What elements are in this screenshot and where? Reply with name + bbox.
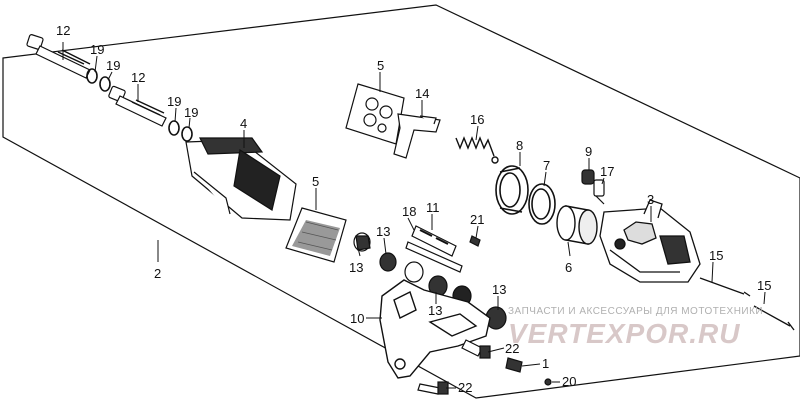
pad-spring <box>393 113 441 159</box>
callout-19: 19 <box>184 105 198 120</box>
callout-15: 15 <box>709 248 723 263</box>
callout-12: 12 <box>131 70 145 85</box>
o-ring-set-a <box>86 68 111 92</box>
pad-retainer <box>405 225 463 273</box>
brake-pad-lower <box>285 207 347 263</box>
callout-13: 13 <box>349 260 363 275</box>
callout-22: 22 <box>458 380 472 395</box>
dust-seal <box>528 183 556 225</box>
callout-12: 12 <box>56 23 70 38</box>
callout-19: 19 <box>90 42 104 57</box>
pad-pin-a <box>699 277 751 297</box>
callout-1: 1 <box>542 356 549 371</box>
callout-20: 20 <box>562 374 576 389</box>
bleeder-cap <box>581 169 595 185</box>
watermark-logo: VERTEXPOR.RU <box>508 318 741 349</box>
boot-b <box>379 252 397 272</box>
brake-pad-upper <box>345 83 405 145</box>
caliper-bracket <box>379 279 491 379</box>
callout-19: 19 <box>106 58 120 73</box>
o-ring-set-b <box>168 120 193 142</box>
watermark-text: ЗАПЧАСТИ И АКСЕССУАРЫ ДЛЯ МОТОТЕХНИКИ <box>508 306 764 317</box>
callout-19: 19 <box>167 94 181 109</box>
callout-2: 2 <box>154 266 161 281</box>
mounting-bolt-upper <box>461 339 491 359</box>
callout-4: 4 <box>240 116 247 131</box>
pad-pin-b <box>753 305 795 331</box>
callout-10: 10 <box>350 311 364 326</box>
callout-17: 17 <box>600 164 614 179</box>
callout-13: 13 <box>428 303 442 318</box>
retaining-spring <box>455 136 499 164</box>
small-screw <box>544 378 552 386</box>
piston-seal <box>495 165 529 215</box>
callout-16: 16 <box>470 112 484 127</box>
mounting-bolt-lower <box>417 381 449 395</box>
small-bolt <box>469 235 481 247</box>
callout-11: 11 <box>426 200 440 215</box>
callout-7: 7 <box>543 158 550 173</box>
callout-13: 13 <box>376 224 390 239</box>
callout-18: 18 <box>402 204 416 219</box>
boot-a <box>353 232 371 252</box>
caliper-piston <box>556 205 598 245</box>
caliper-pin-lower <box>108 85 167 127</box>
callout-labels: 12 19 19 12 19 19 4 5 14 16 8 9 17 7 3 5… <box>56 23 771 395</box>
diagram-border <box>2 4 800 399</box>
leader-lines <box>62 42 766 389</box>
callout-8: 8 <box>516 138 523 153</box>
caliper-pin-upper <box>26 34 91 79</box>
callout-5: 5 <box>377 58 384 73</box>
callout-21: 21 <box>470 212 484 227</box>
callout-14: 14 <box>415 86 429 101</box>
callout-9: 9 <box>585 144 592 159</box>
callout-6: 6 <box>565 260 572 275</box>
callout-15: 15 <box>757 278 771 293</box>
callout-13: 13 <box>492 282 506 297</box>
callout-22: 22 <box>505 341 519 356</box>
bracket-bolt <box>505 357 523 373</box>
caliper-body <box>599 199 701 283</box>
callout-5: 5 <box>312 174 319 189</box>
bleeder-valve <box>593 179 605 205</box>
callout-3: 3 <box>647 192 654 207</box>
pad-shield <box>185 137 297 221</box>
